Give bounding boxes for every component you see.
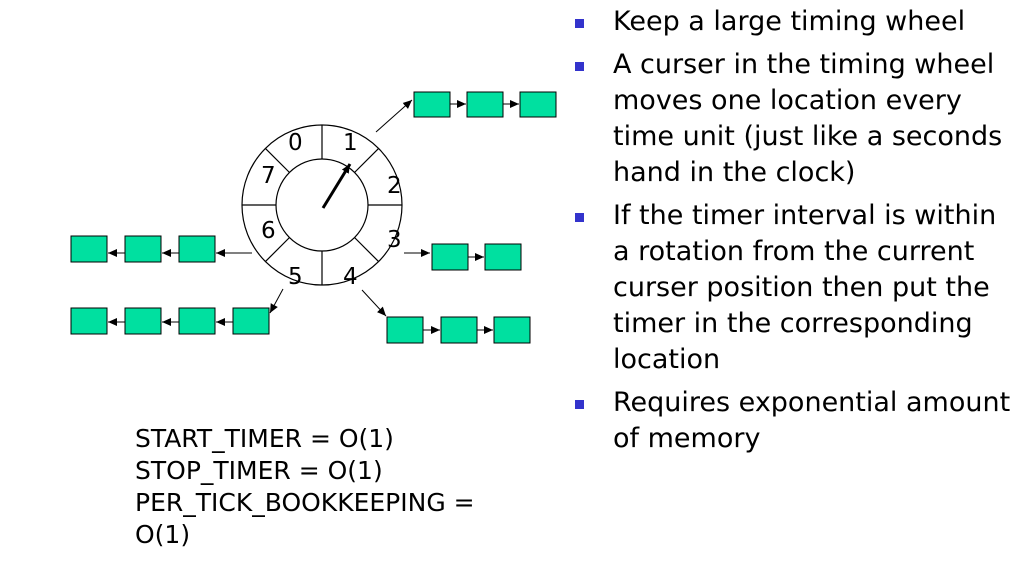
timer-list-slot-6 [70, 235, 252, 263]
timer-node [431, 243, 469, 271]
slot-number-6: 6 [261, 218, 276, 244]
timer-node [70, 235, 108, 263]
timer-list-slot-5 [70, 288, 284, 335]
square-bullet-icon [575, 19, 584, 28]
complexity-summary: START_TIMER = O(1) STOP_TIMER = O(1) PER… [135, 423, 475, 551]
timer-node [519, 91, 557, 118]
complexity-line: PER_TICK_BOOKKEEPING = [135, 488, 475, 517]
timer-node [440, 316, 478, 344]
bullet-item: Requires exponential amount of memory [566, 385, 1016, 457]
timer-list-slot-3 [404, 243, 522, 271]
bullet-item: Keep a large timing wheel [566, 4, 1016, 40]
timer-node [413, 91, 451, 118]
cursor-hand [321, 163, 352, 209]
timer-node [178, 307, 216, 335]
timer-list-slot-1 [375, 91, 557, 133]
square-bullet-icon [575, 213, 584, 222]
timer-node [484, 243, 522, 271]
timer-node [178, 235, 216, 263]
timer-node [493, 316, 531, 344]
complexity-line: STOP_TIMER = O(1) [135, 456, 383, 485]
bullet-list: Keep a large timing wheel A curser in th… [566, 4, 1016, 464]
timer-node [232, 307, 270, 335]
bullet-text: If the timer interval is within a rotati… [613, 200, 997, 375]
timer-node [386, 316, 424, 344]
timer-node [70, 307, 108, 335]
timer-list-slot-4 [361, 289, 531, 344]
timing-wheel-diagram: 0 1 2 3 4 5 6 7 [70, 91, 557, 344]
timer-node [466, 91, 504, 118]
complexity-line: O(1) [135, 520, 191, 549]
slot-number-5: 5 [288, 264, 303, 290]
wheel-ring [241, 124, 403, 286]
square-bullet-icon [575, 62, 584, 71]
bullet-item: A curser in the timing wheel moves one l… [566, 47, 1016, 191]
bullet-text: Requires exponential amount of memory [613, 387, 1011, 454]
slot-number-1: 1 [343, 130, 358, 156]
slot-number-2: 2 [387, 173, 402, 199]
slot-number-7: 7 [261, 163, 276, 189]
slot-number-4: 4 [343, 264, 358, 290]
bullet-text: Keep a large timing wheel [613, 6, 966, 37]
timer-node [124, 307, 162, 335]
square-bullet-icon [575, 400, 584, 409]
bullet-text: A curser in the timing wheel moves one l… [613, 49, 1003, 188]
slot-number-0: 0 [288, 130, 303, 156]
bullet-item: If the timer interval is within a rotati… [566, 198, 1016, 378]
timer-node [124, 235, 162, 263]
complexity-line: START_TIMER = O(1) [135, 424, 394, 453]
slot-number-3: 3 [387, 227, 402, 253]
